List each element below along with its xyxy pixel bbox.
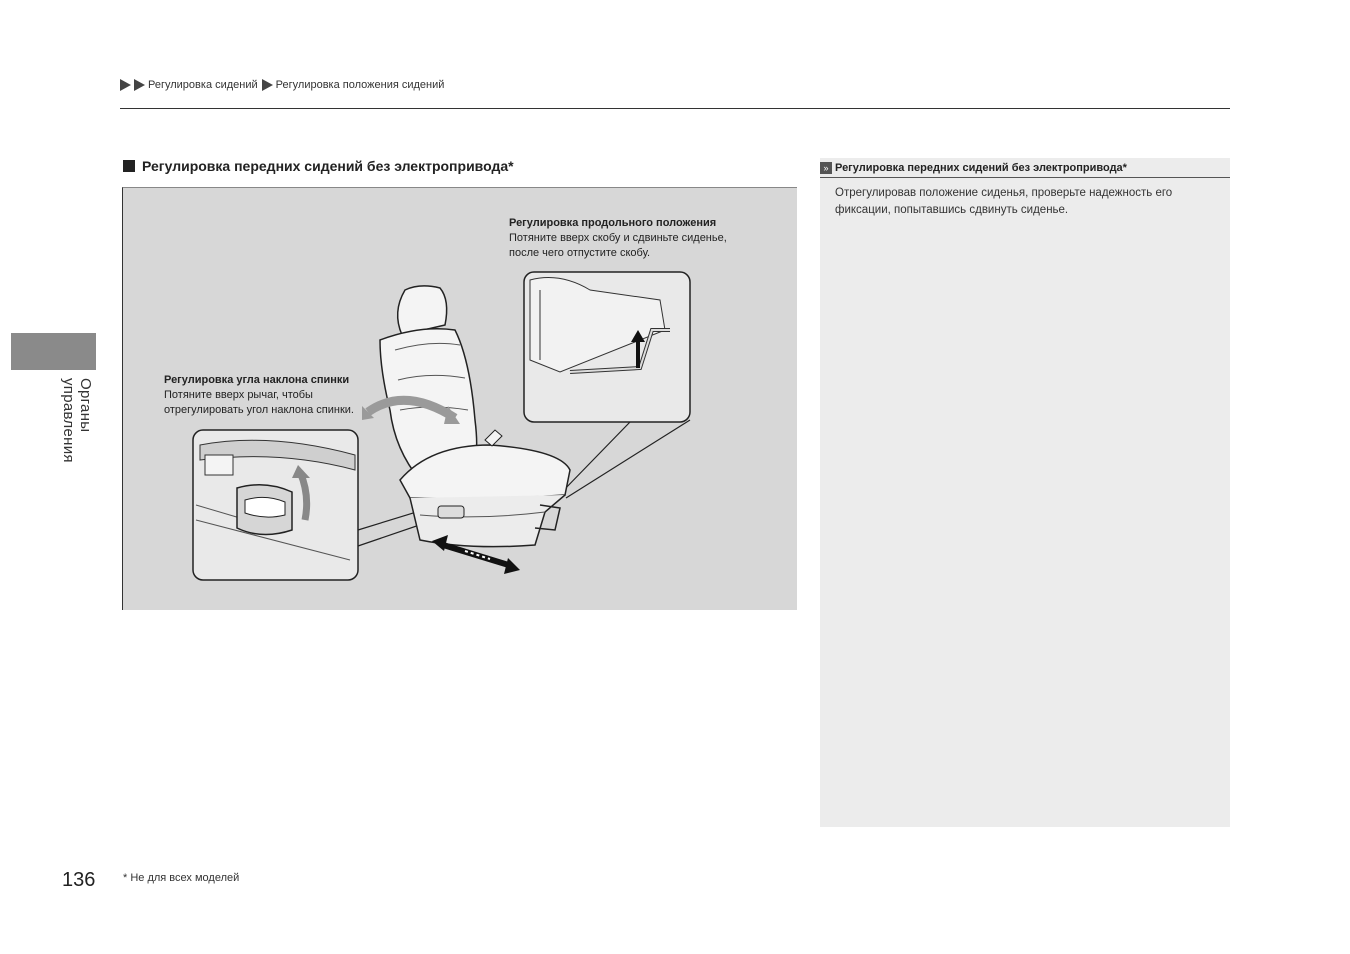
recline-callout-line1: Потяните вверх рычаг, чтобы bbox=[164, 389, 313, 401]
breadcrumb-arrow-icon bbox=[120, 79, 131, 91]
recline-callout: Регулировка угла наклона спинки Потяните… bbox=[164, 373, 374, 418]
seat-drawing bbox=[379, 285, 571, 548]
breadcrumb-arrow-icon bbox=[134, 79, 145, 91]
breadcrumb-item-seats[interactable]: Регулировка сидений bbox=[148, 79, 258, 91]
note-body: Отрегулировав положение сиденья, проверь… bbox=[835, 185, 1215, 219]
cross-reference-icon: » bbox=[820, 161, 832, 174]
note-line1: Отрегулировав положение сиденья, проверь… bbox=[835, 187, 1173, 199]
square-bullet-icon bbox=[123, 160, 135, 172]
recline-callout-title: Регулировка угла наклона спинки bbox=[164, 374, 350, 386]
recline-arrow-icon bbox=[365, 395, 458, 422]
recline-lever-inset bbox=[192, 429, 359, 581]
chapter-tab[interactable] bbox=[11, 333, 96, 370]
slide-callout-line1: Потяните вверх скобу и сдвиньте сиденье, bbox=[509, 232, 727, 244]
footnote: * Не для всех моделей bbox=[123, 872, 240, 884]
slide-callout-line2: после чего отпустите скобу. bbox=[509, 247, 651, 259]
note-line2: фиксации, попытавшись сдвинуть сиденье. bbox=[835, 204, 1069, 216]
slide-callout-title: Регулировка продольного положения bbox=[509, 217, 717, 229]
slide-callout: Регулировка продольного положения Потяни… bbox=[509, 216, 749, 261]
note-heading[interactable]: » Регулировка передних сидений без элект… bbox=[820, 158, 1230, 178]
breadcrumb: Регулировка сидений Регулировка положени… bbox=[120, 79, 446, 91]
recline-callout-line2: отрегулировать угол наклона спинки. bbox=[164, 404, 354, 416]
slide-arrow-icon bbox=[432, 535, 520, 574]
chapter-tab-label: Органы управления bbox=[60, 378, 94, 463]
breadcrumb-arrow-icon bbox=[261, 79, 273, 91]
page-number: 136 bbox=[62, 869, 96, 891]
section-title: Регулировка передних сидений без электро… bbox=[142, 158, 514, 174]
note-title: Регулировка передних сидений без электро… bbox=[835, 161, 1127, 174]
breadcrumb-item-seat-position[interactable]: Регулировка положения сидений bbox=[275, 79, 445, 91]
section-heading: Регулировка передних сидений без электро… bbox=[123, 158, 514, 174]
note-panel bbox=[820, 158, 1230, 827]
header-divider bbox=[120, 108, 1230, 109]
slide-bar-inset bbox=[523, 271, 691, 423]
